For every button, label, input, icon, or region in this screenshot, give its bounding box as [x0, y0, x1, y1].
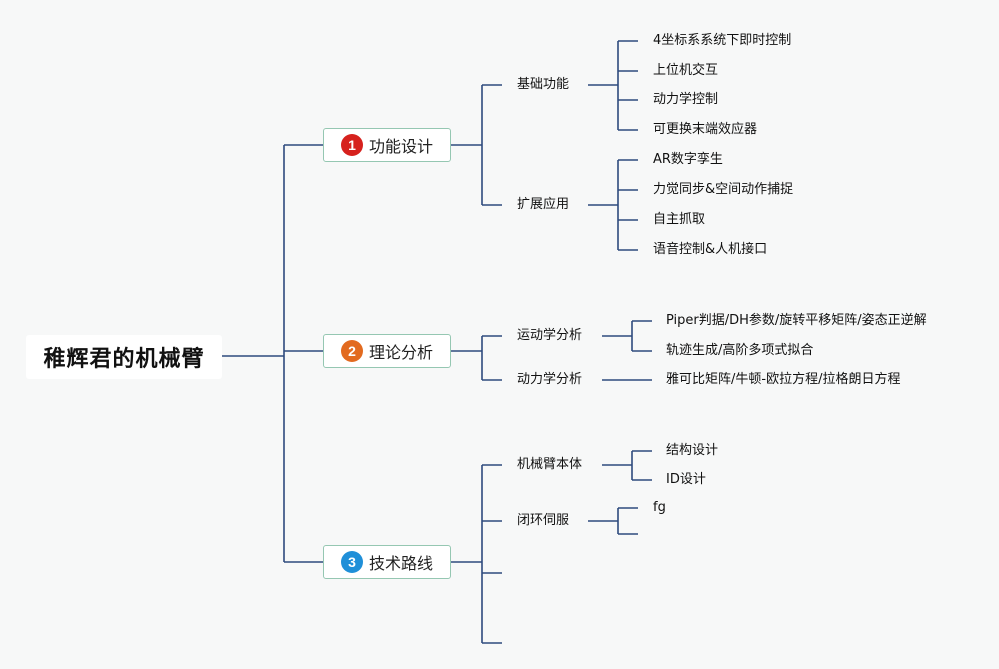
connector-servo-leaves	[618, 507, 638, 535]
leaf-node[interactable]: 轨迹生成/高阶多项式拟合	[666, 343, 814, 358]
connector-kin-leaves	[632, 320, 652, 352]
number-badge-icon: 2	[340, 340, 363, 362]
number-badge-icon: 1	[340, 134, 363, 156]
connector-body-leaves	[632, 450, 652, 481]
connector-basic-leaves	[618, 40, 638, 131]
connector-ext-leaves	[618, 159, 638, 251]
leaf-node[interactable]: 力觉同步&空间动作捕捉	[653, 182, 794, 197]
subtopic-node[interactable]: 运动学分析	[517, 328, 583, 343]
leaf-node[interactable]: AR数字孪生	[653, 152, 723, 167]
topic-node-theory[interactable]: 2 理论分析	[323, 334, 451, 368]
leaf-node[interactable]: 上位机交互	[653, 63, 719, 78]
topic-label: 功能设计	[368, 137, 433, 156]
leaf-node[interactable]: 自主抓取	[653, 212, 706, 227]
leaf-node[interactable]: Piper判据/DH参数/旋转平移矩阵/姿态正逆解	[666, 313, 927, 328]
subtopic-node[interactable]: 基础功能	[517, 77, 570, 92]
topic-node-design[interactable]: 1 功能设计	[323, 128, 451, 162]
leaf-node[interactable]: 语音控制&人机接口	[653, 242, 768, 257]
subtopic-node[interactable]: 扩展应用	[517, 197, 570, 212]
subtopic-node[interactable]: 闭环伺服	[517, 513, 570, 528]
leaf-node[interactable]: fg	[653, 500, 666, 515]
leaf-node[interactable]: 4坐标系系统下即时控制	[653, 33, 792, 48]
root-node[interactable]: 稚辉君的机械臂	[26, 335, 222, 379]
leaf-node[interactable]: 动力学控制	[653, 92, 719, 107]
topic-node-tech[interactable]: 3 技术路线	[323, 545, 451, 579]
subtopic-node[interactable]: 动力学分析	[517, 372, 583, 387]
leaf-node[interactable]: 可更换末端效应器	[653, 122, 758, 137]
topic-label: 技术路线	[368, 554, 433, 573]
subtopic-node[interactable]: 机械臂本体	[517, 457, 583, 472]
root-title: 稚辉君的机械臂	[43, 347, 205, 372]
leaf-node[interactable]: 雅可比矩阵/牛顿-欧拉方程/拉格朗日方程	[666, 372, 901, 387]
leaf-node[interactable]: ID设计	[666, 472, 706, 487]
topic-label: 理论分析	[368, 343, 433, 362]
number-badge-icon: 3	[340, 551, 363, 573]
leaf-node[interactable]: 结构设计	[666, 443, 719, 458]
